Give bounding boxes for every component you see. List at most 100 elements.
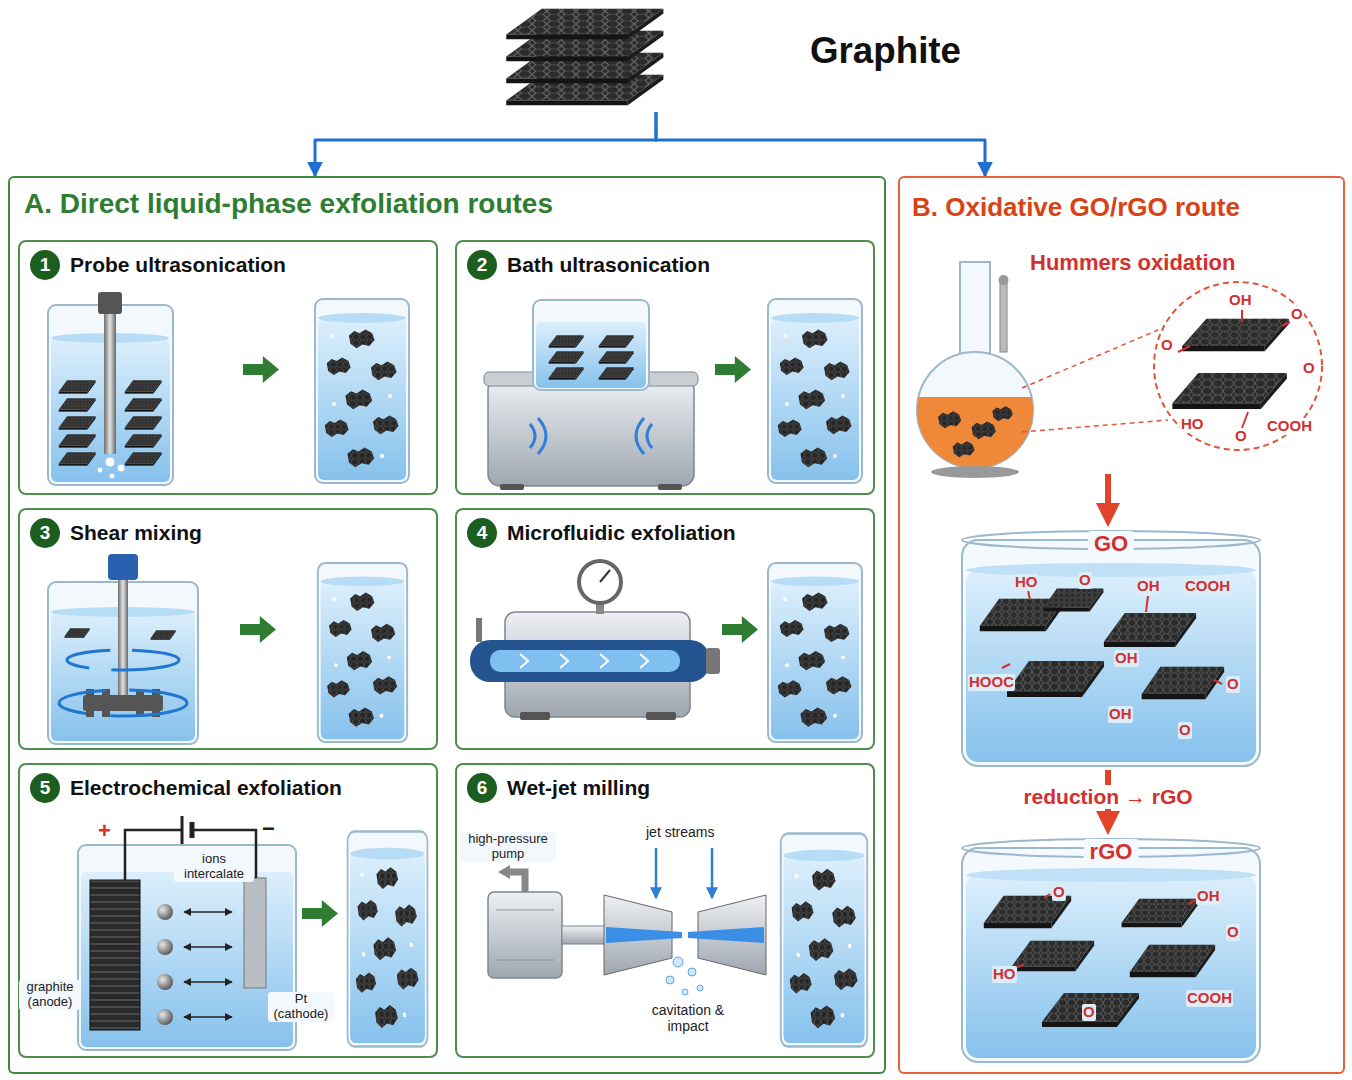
callout-label: high-pressure pump xyxy=(460,832,556,862)
electrochemical-cell-part xyxy=(78,845,296,1050)
method-panel: 2Bath ultrasonication xyxy=(455,240,875,495)
microfluidizer-part xyxy=(476,618,482,642)
step-number: 4 xyxy=(467,518,497,548)
bath-sonicator-part xyxy=(530,418,546,454)
hummers-flask-part xyxy=(1182,319,1289,351)
electrochemical-cell-part xyxy=(190,822,195,838)
rgo-beaker-part xyxy=(966,875,1256,1058)
step-number: 6 xyxy=(467,773,497,803)
functional-group: O xyxy=(1160,337,1174,354)
functional-group: OH xyxy=(1228,292,1253,309)
rgo-beaker xyxy=(962,839,1260,1062)
go-beaker-part xyxy=(1002,664,1010,668)
go-beaker-part xyxy=(1214,680,1222,684)
hummers-flask-part xyxy=(917,397,1033,468)
functional-group: OH xyxy=(1108,706,1133,723)
probe-sonicator-part xyxy=(125,380,162,393)
wet-jet-mill-part xyxy=(673,957,683,967)
rgo-beaker-part xyxy=(984,896,1071,928)
callout-label: − xyxy=(262,816,275,842)
method-title: Wet-jet milling xyxy=(507,776,650,800)
bath-sonicator-part xyxy=(536,322,646,388)
electrochemical-cell-part xyxy=(157,974,173,990)
electrochemical-cell-part xyxy=(302,900,338,927)
go-beaker-part xyxy=(962,540,1260,766)
method-title: Bath ultrasonication xyxy=(507,253,710,277)
probe-sonicator-part xyxy=(125,434,162,447)
callout-label: graphite (anode) xyxy=(19,980,81,1010)
route-panel: A. Direct liquid-phase exfoliation route… xyxy=(8,176,886,1074)
probe-sonicator-part xyxy=(109,473,115,479)
microfluidizer-part xyxy=(520,712,550,720)
wet-jet-mill-part xyxy=(496,960,554,961)
method-title: Shear mixing xyxy=(70,521,202,545)
functional-group: O xyxy=(1078,572,1092,589)
method-panel: 1Probe ultrasonication xyxy=(18,240,438,495)
stage-title: GO xyxy=(1088,531,1134,557)
shear-mixer-part xyxy=(118,580,128,698)
callout-label: jet streams xyxy=(646,824,714,840)
bath-sonicator-part xyxy=(636,418,652,454)
hummers-flask-part xyxy=(1241,310,1243,322)
microfluidizer-part xyxy=(706,648,720,674)
hummers-flask-part xyxy=(931,466,1019,478)
wet-jet-mill-part xyxy=(697,985,703,991)
callout-label: cavitation & impact xyxy=(636,1002,740,1034)
method-panel: 5 Electrochemical exfoliation xyxy=(18,763,438,1058)
callout-label: Pt (cathode) xyxy=(268,992,334,1022)
rgo-beaker-part xyxy=(966,868,1256,882)
go-beaker-part xyxy=(966,563,1256,577)
rgo-beaker-part xyxy=(1044,894,1050,898)
microfluidizer-part xyxy=(490,650,680,672)
shear-mixer-part xyxy=(318,563,407,742)
hummers-flask-part xyxy=(1022,420,1168,432)
hummers-flask xyxy=(917,262,1322,478)
bath-sonicator-part xyxy=(768,299,862,483)
functional-group: HO xyxy=(1014,574,1039,591)
probe-sonicator-part xyxy=(105,457,115,467)
go-beaker-part xyxy=(1104,613,1196,647)
functional-group: O xyxy=(1302,360,1316,377)
graphite-stack-part xyxy=(506,9,663,39)
method-panel: 3 Shear mixing xyxy=(18,508,438,750)
electrochemical-cell-part xyxy=(157,904,173,920)
bath-sonicator-part xyxy=(533,300,649,390)
material-node: Graphite xyxy=(495,0,965,112)
shear-mixer xyxy=(48,554,407,744)
wet-jet-mill-part xyxy=(510,872,525,892)
bath-sonicator-part xyxy=(500,484,524,490)
probe-sonicator xyxy=(48,292,409,485)
step-number: 3 xyxy=(30,518,60,548)
functional-group: O xyxy=(1226,924,1240,941)
go-beaker-part xyxy=(1146,596,1148,612)
hummers-flask-part xyxy=(972,421,996,439)
shear-mixer-part xyxy=(108,554,138,580)
node-title: Graphite xyxy=(810,30,961,72)
hummers-flask-part xyxy=(917,352,1033,468)
rgo-beaker-part xyxy=(1130,945,1215,977)
wet-jet-mill-part xyxy=(655,848,658,898)
hummers-flask-part xyxy=(953,441,975,457)
go-beaker-part xyxy=(966,570,1256,762)
hummers-flask-part xyxy=(1022,330,1158,388)
functional-group: O xyxy=(1226,676,1240,693)
electrochemical-cell-part xyxy=(157,939,173,955)
probe-sonicator-part xyxy=(98,292,122,314)
bath-sonicator-part xyxy=(488,378,694,486)
microfluidizer-part xyxy=(646,712,676,720)
probe-sonicator-part xyxy=(59,380,96,393)
step-title: Hummers oxidation xyxy=(1030,250,1235,276)
method-title: Electrochemical exfoliation xyxy=(70,776,342,800)
functional-group: O xyxy=(1290,306,1304,323)
hummers-flask-part xyxy=(960,262,990,362)
electrochemical-cell-part xyxy=(348,832,428,1047)
wet-jet-mill-part xyxy=(682,989,688,995)
microfluidizer-part xyxy=(722,616,758,643)
hummers-flask-part xyxy=(992,406,1012,421)
flow-arrow xyxy=(656,112,985,176)
step-number: 5 xyxy=(30,773,60,803)
wet-jet-mill-part xyxy=(488,892,562,978)
probe-sonicator-part xyxy=(125,452,162,465)
shear-mixer-part xyxy=(86,711,94,717)
